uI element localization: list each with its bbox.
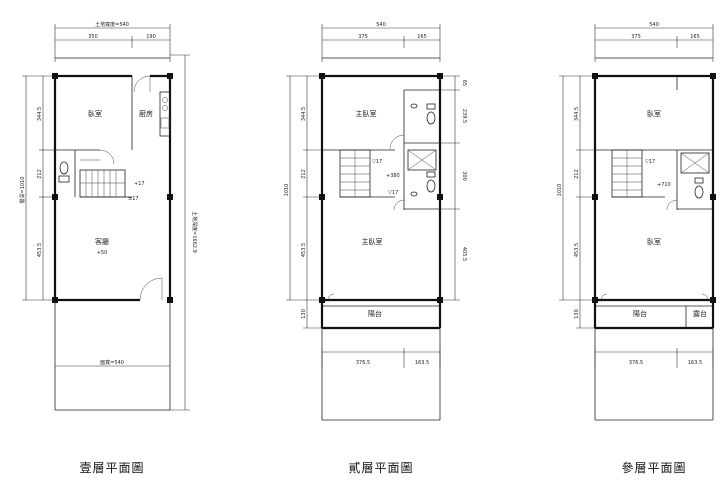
floor-2-depth-part-c: 453.5 bbox=[301, 243, 307, 257]
floor-1-width-part-a: 350 bbox=[88, 34, 98, 40]
floor-3-plan: 540 375 165 1010 344.5 212 453.5 130 bbox=[557, 22, 716, 475]
floor-2-bottom-part-b: 163.5 bbox=[415, 360, 429, 366]
floor-1-kitchen-counter bbox=[159, 91, 171, 137]
floor-1-room-living: 客廳 bbox=[95, 237, 109, 246]
floor-1-level-living: +50 bbox=[97, 250, 108, 256]
floor-3-width-part-b: 165 bbox=[690, 34, 700, 40]
floor-2-right-part-c: 300 bbox=[461, 171, 467, 181]
floor-1-toilet bbox=[58, 161, 70, 183]
floor-2-right-part-a: 65 bbox=[461, 80, 467, 86]
floor-1-stairs bbox=[79, 159, 126, 198]
floor-1-bottom-dimension: 面寬=540 bbox=[55, 359, 170, 367]
floor-3-walls bbox=[593, 57, 715, 421]
floor-3-top-dimensions: 540 375 165 bbox=[594, 22, 714, 62]
floor-3-depth-part-c: 453.5 bbox=[574, 243, 580, 257]
floor-3-stairs bbox=[611, 149, 643, 198]
floor-3-bottom-dimensions: 376.5 163.5 bbox=[594, 348, 714, 368]
floor-2-title: 貳層平面圖 bbox=[348, 460, 413, 475]
floor-2-doors bbox=[327, 134, 405, 301]
floor-2-stairs bbox=[339, 149, 371, 198]
floor-3-doors bbox=[600, 199, 709, 301]
floor-2-plan: 540 375 165 1010 344.5 212 453.5 130 65 bbox=[284, 22, 467, 475]
floor-1-depth-part-c: 453.5 bbox=[37, 243, 43, 257]
floor-1-top-dimensions: 土地寬度=540 350 190 bbox=[54, 21, 171, 62]
floor-1-title: 壹層平面圖 bbox=[79, 461, 144, 475]
floor-1-width-part-b: 190 bbox=[146, 34, 156, 40]
floor-3-room-balcony: 陽台 bbox=[633, 309, 647, 318]
floor-1-land-width: 土地寬度=540 bbox=[95, 21, 129, 28]
floor-3-bottom-part-a: 376.5 bbox=[629, 360, 643, 366]
floor-2-room-balcony: 陽台 bbox=[368, 309, 382, 318]
floor-3-room-bedroom-front: 臥室 bbox=[647, 109, 661, 118]
floor-3-depth-part-d: 130 bbox=[574, 309, 580, 319]
floor-2-columns bbox=[319, 73, 443, 303]
floor-3-room-bedroom-rear: 臥室 bbox=[647, 237, 661, 246]
floor-1-right-dimension: 土地深度=1662.9 bbox=[170, 54, 198, 411]
floor-1-left-dimensions: 層深=1010 344.5 212 453.5 bbox=[19, 75, 55, 301]
floor-2-left-dimensions: 1010 344.5 212 453.5 130 bbox=[284, 75, 322, 329]
floor-2-depth-part-a: 344.5 bbox=[301, 107, 307, 121]
floor-3-room-terrace: 露台 bbox=[693, 309, 707, 318]
floor-2-right-dimensions: 65 239.5 300 405.5 bbox=[440, 75, 467, 301]
floor-2-depth-part-b: 212 bbox=[301, 169, 307, 179]
floor-3-depth-total: 1010 bbox=[557, 184, 563, 197]
floor-1-room-kitchen: 廚房 bbox=[139, 109, 153, 118]
floor-3-depth-part-b: 212 bbox=[574, 169, 580, 179]
floor-1-plan: 土地寬度=540 350 190 層深=1010 344.5 212 453.5… bbox=[19, 21, 198, 475]
floor-2-width-part-b: 165 bbox=[417, 34, 427, 40]
floor-3-columns bbox=[592, 73, 716, 303]
floor-3-width-part-a: 375 bbox=[631, 34, 641, 40]
floor-2-width-total: 540 bbox=[376, 22, 386, 28]
floor-3-depth-part-a: 344.5 bbox=[574, 107, 580, 121]
floor-1-land-depth: 土地深度=1662.9 bbox=[191, 211, 198, 253]
floor-1-frontage: 面寬=540 bbox=[100, 359, 124, 366]
floor-2-depth-part-d: 130 bbox=[301, 309, 307, 319]
floor-2-walls bbox=[320, 57, 442, 421]
floor-1-doors bbox=[99, 75, 163, 301]
floor-2-top-dimensions: 540 375 165 bbox=[321, 22, 441, 62]
floor-3-title: 參層平面圖 bbox=[621, 460, 686, 475]
floor-1-level-landing: ±17 bbox=[128, 196, 139, 202]
floor-1-columns bbox=[52, 73, 173, 303]
floor-2-right-part-b: 239.5 bbox=[461, 109, 467, 123]
floor-2-bottom-dimensions: 376.5 163.5 bbox=[321, 348, 441, 368]
floor-1-depth-part-b: 212 bbox=[37, 169, 43, 179]
floor-2-level-lower: ▽17 bbox=[388, 190, 398, 196]
floor-2-bathroom-fixtures bbox=[407, 103, 437, 197]
floor-3-width-total: 540 bbox=[649, 22, 659, 28]
floor-3-level-landing: +710 bbox=[657, 182, 671, 188]
floor-1-depth-total: 層深=1010 bbox=[19, 177, 26, 204]
floor-2-room-master-rear: 主臥室 bbox=[362, 237, 383, 246]
floor-3-level-upper: ▽17 bbox=[645, 159, 655, 165]
floor-2-level-upper: ▽17 bbox=[372, 159, 382, 165]
floor-1-depth-part-a: 344.5 bbox=[37, 107, 43, 121]
floor-2-room-master-front: 主臥室 bbox=[356, 109, 377, 118]
floor-1-level-stair: +17 bbox=[134, 181, 145, 187]
floor-2-level-landing: +380 bbox=[386, 173, 400, 179]
floor-3-bottom-part-b: 163.5 bbox=[688, 360, 702, 366]
floor-3-bathroom-fixtures bbox=[680, 152, 710, 199]
floor-2-right-part-d: 405.5 bbox=[461, 247, 467, 261]
floor-2-width-part-a: 375 bbox=[358, 34, 368, 40]
floor-3-left-dimensions: 1010 344.5 212 453.5 130 bbox=[557, 75, 595, 329]
floor-2-bottom-part-a: 376.5 bbox=[356, 360, 370, 366]
floor-2-depth-total: 1010 bbox=[284, 184, 290, 197]
floor-1-room-bedroom: 臥室 bbox=[88, 109, 102, 118]
